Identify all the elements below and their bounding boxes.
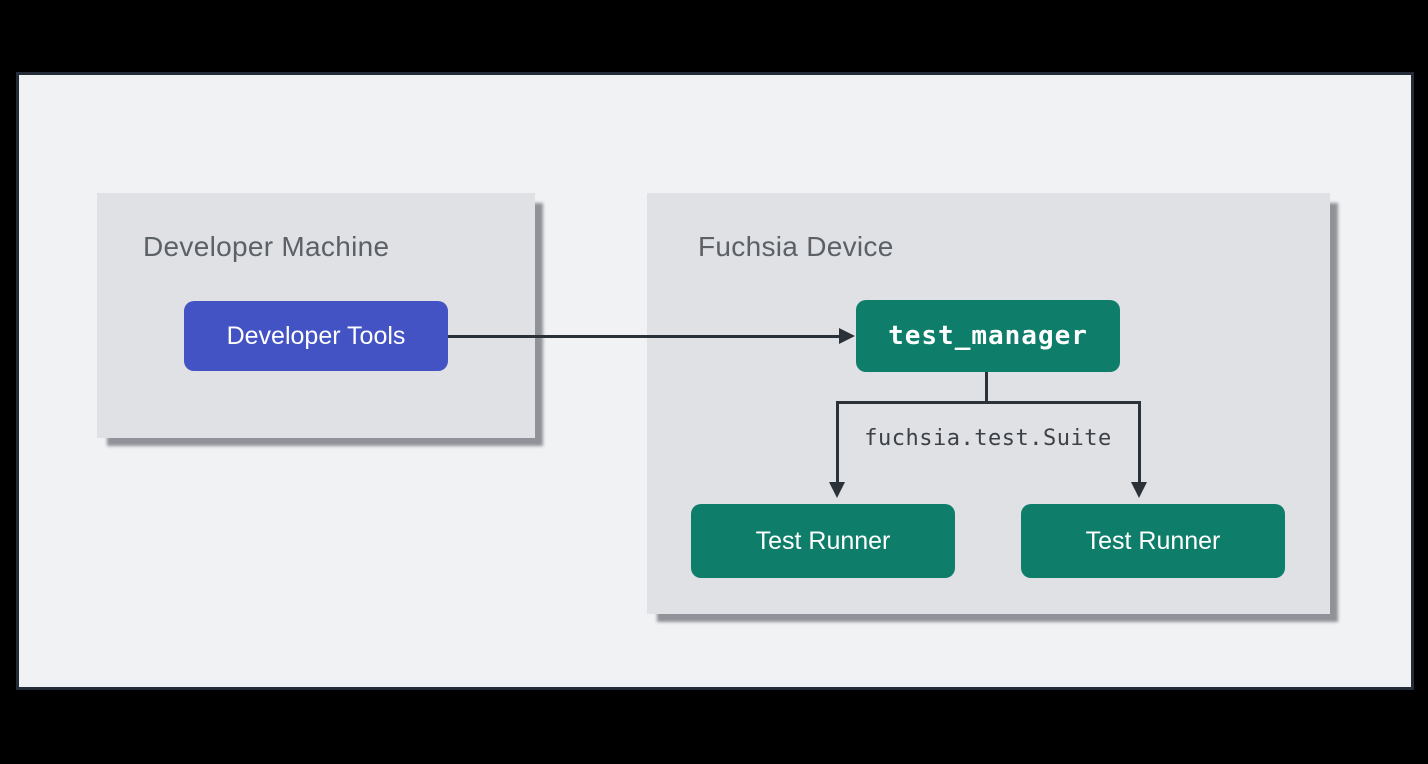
developer-machine-title: Developer Machine bbox=[143, 231, 390, 262]
test-runner-node-right: Test Runner bbox=[1021, 504, 1285, 578]
arrowhead-right-icon bbox=[839, 328, 855, 344]
connector-branch-horizontal bbox=[836, 401, 1141, 404]
diagram-canvas: Developer Machine Developer Tools Fuchsi… bbox=[16, 72, 1414, 690]
arrow-branch-right bbox=[1138, 401, 1141, 483]
protocol-label: fuchsia.test.Suite bbox=[864, 426, 1112, 451]
test-runner-node-left: Test Runner bbox=[691, 504, 955, 578]
test-manager-label: test_manager bbox=[888, 321, 1088, 351]
arrowhead-down-icon bbox=[829, 482, 845, 498]
test-manager-node: test_manager bbox=[856, 300, 1120, 372]
connector-testmanager-stem bbox=[985, 372, 988, 403]
fuchsia-device-title: Fuchsia Device bbox=[698, 231, 894, 262]
arrow-branch-left bbox=[836, 401, 839, 483]
developer-tools-node: Developer Tools bbox=[184, 301, 448, 371]
arrow-devtools-to-testmanager bbox=[448, 335, 840, 338]
test-runner-label: Test Runner bbox=[1085, 526, 1221, 555]
arrowhead-down-icon bbox=[1131, 482, 1147, 498]
test-runner-label: Test Runner bbox=[755, 526, 891, 555]
developer-tools-label: Developer Tools bbox=[226, 321, 406, 350]
